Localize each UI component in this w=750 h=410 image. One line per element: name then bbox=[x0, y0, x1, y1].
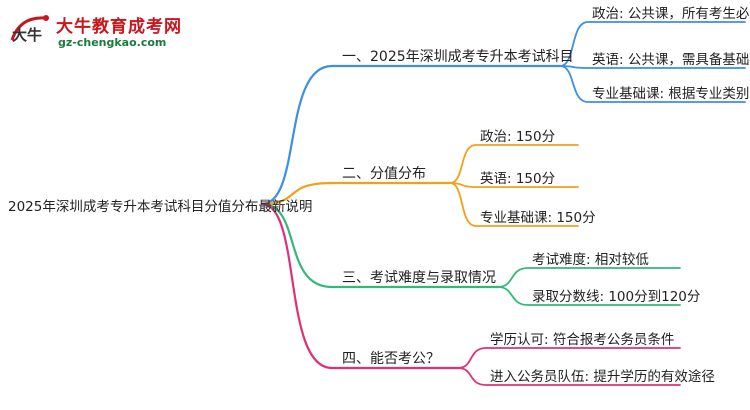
leaf-label: 学历认可: 符合报考公务员条件 bbox=[490, 332, 675, 348]
branch-label: 四、能否考公？ bbox=[342, 351, 440, 367]
branch-connector bbox=[260, 202, 500, 289]
leaf-label: 考试难度: 相对较低 bbox=[532, 252, 649, 268]
leaf-connector bbox=[559, 65, 746, 103]
branch-connector bbox=[260, 181, 452, 206]
leaf-label: 专业基础课: 根据专业类别不同 bbox=[592, 86, 750, 102]
leaf-connector bbox=[457, 367, 681, 386]
leaf-label: 政治: 150分 bbox=[480, 129, 556, 145]
branch-connector bbox=[260, 202, 460, 370]
site-logo: 大牛 大牛教育成考网 gz-chengkao.com bbox=[6, 10, 206, 60]
leaf-connector bbox=[559, 21, 746, 67]
leaf-connector bbox=[449, 182, 579, 188]
leaf-connector bbox=[497, 267, 681, 288]
logo-mark-icon: 大牛 bbox=[6, 10, 52, 56]
leaf-label: 录取分数线: 100分到120分 bbox=[532, 289, 701, 305]
logo-title: 大牛教育成考网 bbox=[56, 17, 182, 37]
logo-mark-text: 大牛 bbox=[12, 26, 43, 44]
branch-label: 一、2025年深圳成考专升本考试科目 bbox=[342, 49, 574, 65]
leaf-connector bbox=[449, 144, 579, 184]
leaf-label: 英语: 公共课，需具备基础 bbox=[592, 52, 750, 68]
leaf-connector bbox=[457, 347, 681, 369]
leaf-connector bbox=[497, 286, 681, 306]
leaf-label: 政治: 公共课，所有考生必考 bbox=[592, 6, 750, 22]
logo-url: gz-chengkao.com bbox=[58, 36, 167, 49]
root-topic: 2025年深圳成考专升本考试科目分值分布最新说明 bbox=[8, 199, 313, 215]
leaf-connector bbox=[449, 182, 579, 227]
branch-label: 三、考试难度与录取情况 bbox=[342, 270, 496, 286]
leaf-label: 英语: 150分 bbox=[480, 171, 556, 187]
leaf-label: 进入公务员队伍: 提升学历的有效途径 bbox=[490, 369, 715, 385]
leaf-label: 专业基础课: 150分 bbox=[480, 210, 596, 226]
branch-label: 二、分值分布 bbox=[342, 166, 426, 182]
branch-connector bbox=[260, 64, 562, 206]
